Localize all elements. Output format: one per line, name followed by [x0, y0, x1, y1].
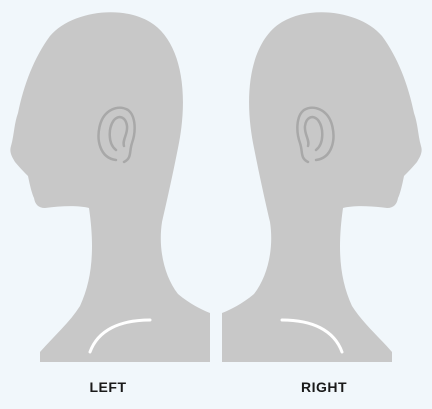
- right-head-profile-icon: [216, 0, 432, 362]
- head-silhouette: [10, 12, 210, 362]
- head-silhouette: [222, 12, 422, 362]
- right-figure: RIGHT: [216, 0, 432, 409]
- right-label: RIGHT: [216, 379, 432, 395]
- left-head-profile-icon: [0, 0, 216, 362]
- left-figure: LEFT: [0, 0, 216, 409]
- left-label: LEFT: [0, 379, 216, 395]
